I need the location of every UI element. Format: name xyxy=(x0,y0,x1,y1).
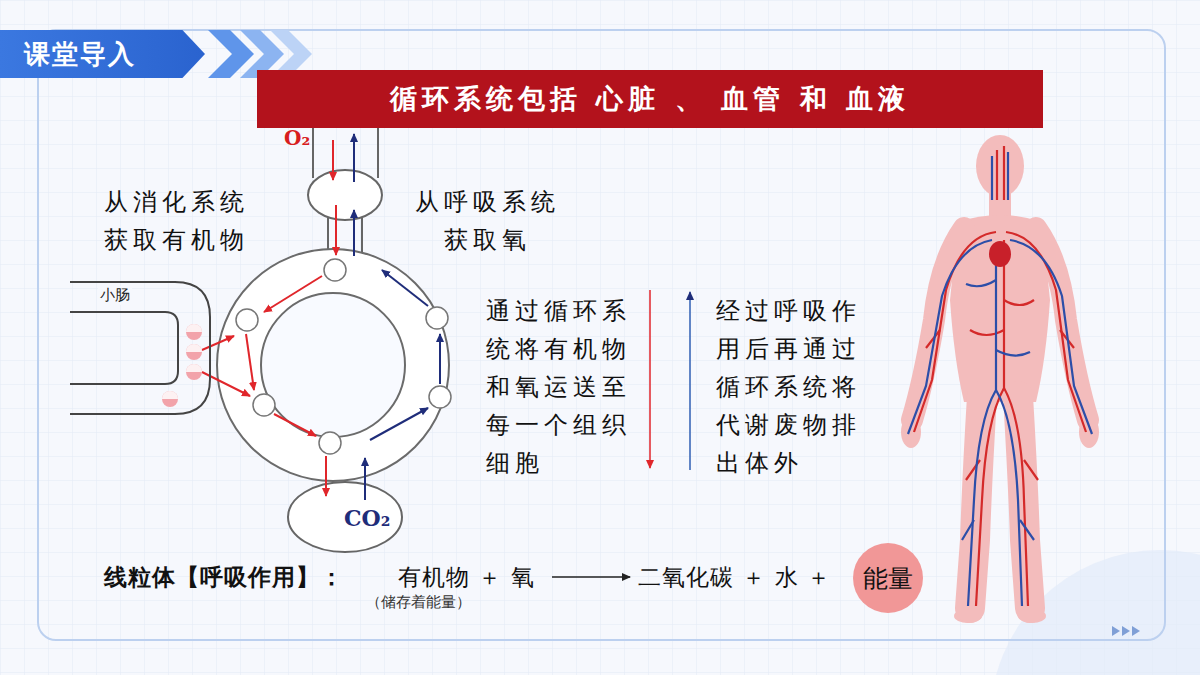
body-figure-part-part xyxy=(926,300,1074,480)
intestine-shape-part-part xyxy=(186,344,202,352)
body-figure-part-part xyxy=(996,390,1022,606)
intestine-shape-part-part xyxy=(162,391,178,407)
red-arrows-part xyxy=(246,334,254,390)
intestine-shape-part-part xyxy=(186,324,202,340)
body-figure-part-part xyxy=(976,135,1024,197)
vessel-ring-part xyxy=(217,249,449,481)
tab-chevrons-part xyxy=(208,30,254,78)
body-figure-part-part xyxy=(914,232,996,432)
body-figure-part-part xyxy=(992,152,1008,200)
next-indicator-part xyxy=(1112,626,1120,636)
equation-term: 线粒体【呼吸作用】： xyxy=(104,562,344,593)
body-figure-part-part xyxy=(976,240,1004,606)
blue-arrows-part xyxy=(370,408,428,440)
note-text: （储存着能量） xyxy=(366,593,471,612)
tab-shape-part xyxy=(0,30,205,78)
blood-cells-part xyxy=(253,394,275,416)
description-text: 从消化系统 获取有机物 xyxy=(104,183,269,259)
section-tab: 课堂导入 xyxy=(0,30,205,78)
body-figure-part-part xyxy=(962,280,1034,540)
blood-cells-part xyxy=(426,307,448,329)
body-figure-part-part xyxy=(968,246,996,606)
blood-cells xyxy=(236,259,451,454)
description-text: 经过呼吸作 用后再通过 循环系统将 代谢废物排 出体外 xyxy=(716,292,876,482)
blood-cells-part xyxy=(429,386,451,408)
alveolus-part xyxy=(308,170,382,220)
direction-arrows-part xyxy=(649,290,651,468)
blood-cells-part xyxy=(236,309,258,331)
next-indicator-part xyxy=(1132,626,1140,636)
red-arrows-part xyxy=(202,336,234,350)
blood-cells-part xyxy=(324,259,346,281)
organ-name: 小肠 xyxy=(98,286,132,305)
equation-arrow-part xyxy=(552,576,630,578)
alveolus-part xyxy=(312,128,314,178)
equation-term: 二氧化碳 ＋ 水 ＋ xyxy=(638,562,831,593)
intestine-shape-part xyxy=(162,324,202,407)
body-figure-part-part xyxy=(908,240,992,434)
small-intestine: 小肠 xyxy=(70,280,210,416)
alveolus xyxy=(308,128,382,252)
intestine-shape-part-part xyxy=(186,364,202,372)
banner-title: 循环系统包括 心脏 、 血管 和 血液 xyxy=(390,81,910,117)
background-part xyxy=(38,30,1165,640)
body-figure-part xyxy=(912,228,1088,608)
intestine-shape-part-part xyxy=(186,324,202,332)
equation-term: 有机物 ＋ 氧 xyxy=(398,562,535,593)
intestine-shape-part-part xyxy=(186,344,202,360)
gas-label: CO₂ xyxy=(344,505,390,531)
body-figure-part xyxy=(901,135,1099,623)
blue-arrows-part xyxy=(382,270,428,306)
body-figure-part xyxy=(908,152,1092,606)
direction-arrows xyxy=(650,290,690,470)
red-arrows-part xyxy=(274,414,316,436)
next-indicator-part xyxy=(1122,626,1130,636)
energy-circle: 能量 xyxy=(853,543,923,613)
red-arrows-part xyxy=(332,140,334,180)
body-figure-part-part xyxy=(1036,228,1088,420)
alveolus-part xyxy=(327,218,329,252)
red-arrows-part xyxy=(325,456,327,496)
intestine-shape-part xyxy=(70,282,210,414)
blue-arrows-part xyxy=(353,210,355,256)
energy-text: 能量 xyxy=(863,562,913,595)
body-figure-part-part xyxy=(970,396,982,608)
tissue-cell xyxy=(288,482,402,552)
intestine-shape-part-part xyxy=(162,391,178,399)
alveolus-part xyxy=(377,128,379,178)
alveolus-part xyxy=(361,218,363,252)
body-figure-part-part xyxy=(997,146,1004,200)
direction-arrows-part xyxy=(689,292,691,470)
tissue-cell-part xyxy=(288,482,402,552)
description-text: 从呼吸系统 获取氧 xyxy=(405,183,570,259)
body-figure-part xyxy=(914,146,1086,606)
body-figure xyxy=(901,135,1099,623)
intestine-shape-part-part xyxy=(186,364,202,380)
intestine-shape-part xyxy=(70,312,178,384)
red-arrows-part xyxy=(264,276,322,312)
tab-text: 课堂导入 xyxy=(24,37,136,72)
equation-arrow xyxy=(552,577,630,578)
body-figure-part xyxy=(989,241,1011,267)
blood-cells-part xyxy=(319,432,341,454)
intestine-shape xyxy=(70,280,210,416)
gas-label: O₂ xyxy=(284,126,310,150)
body-figure-part-part xyxy=(1010,240,1092,434)
blue-arrows-part xyxy=(439,334,441,384)
description-text: 通过循环系 统将有机物 和氧运送至 每一个组织 细胞 xyxy=(486,292,646,482)
blue-arrows-part xyxy=(353,134,355,182)
vessel-ring-part xyxy=(261,293,405,437)
title-banner: 循环系统包括 心脏 、 血管 和 血液 xyxy=(257,70,1043,128)
vessel-ring xyxy=(217,249,449,481)
blue-arrows-part xyxy=(364,458,366,500)
next-indicator xyxy=(1112,626,1140,636)
red-arrows-part xyxy=(335,205,337,255)
